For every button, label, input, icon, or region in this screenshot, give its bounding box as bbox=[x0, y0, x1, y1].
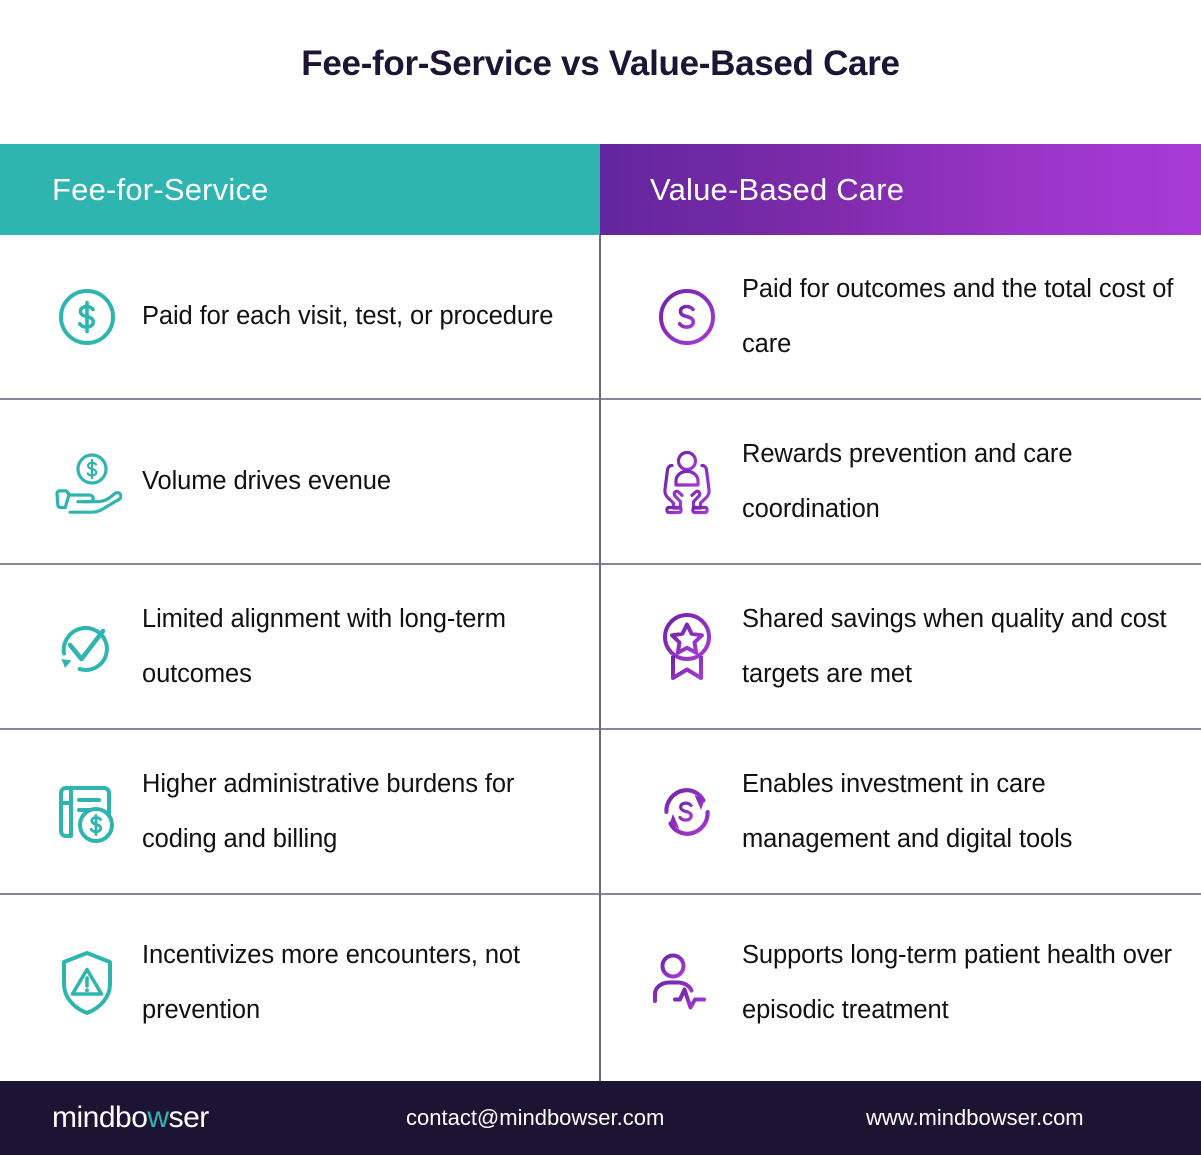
column-header-band: Fee-for-Service Value-Based Care bbox=[0, 144, 1201, 235]
logo-part-2: ser bbox=[168, 1101, 210, 1134]
dollar-circle-icon bbox=[50, 280, 124, 354]
table-cell-left: Volume drives evenue bbox=[0, 400, 600, 563]
shield-warning-icon bbox=[50, 946, 124, 1020]
mindbowser-logo: mindbowser bbox=[52, 1101, 209, 1135]
table-cell-left: Limited alignment with long-term outcome… bbox=[0, 565, 600, 728]
award-badge-star-icon bbox=[650, 610, 724, 684]
table-cell-text: Rewards prevention and care coordination bbox=[742, 439, 1073, 523]
column-header-label-left: Fee-for-Service bbox=[52, 171, 269, 207]
footer-website[interactable]: www.mindbowser.com bbox=[866, 1105, 1084, 1130]
table-cell-right: Enables investment in care management an… bbox=[600, 730, 1201, 893]
table-cell-text: Shared savings when quality and cost tar… bbox=[742, 604, 1167, 688]
patient-pulse-icon bbox=[650, 946, 724, 1020]
column-header-label-right: Value-Based Care bbox=[650, 171, 905, 207]
column-divider bbox=[599, 235, 601, 1081]
invoice-dollar-icon bbox=[50, 775, 124, 849]
column-header-fee-for-service: Fee-for-Service bbox=[0, 144, 600, 235]
table-cell-text: Limited alignment with long-term outcome… bbox=[142, 604, 506, 688]
table-cell-text: Volume drives evenue bbox=[142, 467, 391, 495]
hand-holding-coin-icon bbox=[50, 445, 124, 519]
table-cell-text: Higher administrative burdens for coding… bbox=[142, 769, 515, 853]
table-cell-text: Incentivizes more encounters, not preven… bbox=[142, 940, 520, 1024]
circular-checkmark-icon bbox=[50, 610, 124, 684]
table-cell-left: Paid for each visit, test, or procedure bbox=[0, 235, 600, 398]
table-cell-text: Supports long-term patient health over e… bbox=[742, 940, 1172, 1024]
table-cell-right: Supports long-term patient health over e… bbox=[600, 895, 1201, 1070]
table-row: Incentivizes more encounters, not preven… bbox=[0, 895, 1201, 1070]
dollar-refresh-cycle-icon bbox=[650, 775, 724, 849]
logo-accent-w: w bbox=[147, 1101, 169, 1134]
logo-part-1: mindbo bbox=[52, 1101, 148, 1134]
table-cell-left: Higher administrative burdens for coding… bbox=[0, 730, 600, 893]
table-cell-text: Enables investment in care management an… bbox=[742, 769, 1073, 853]
table-cell-right: Shared savings when quality and cost tar… bbox=[600, 565, 1201, 728]
table-cell-left: Incentivizes more encounters, not preven… bbox=[0, 895, 600, 1070]
column-header-value-based-care: Value-Based Care bbox=[600, 144, 1201, 235]
table-cell-right: Rewards prevention and care coordination bbox=[600, 400, 1201, 563]
table-cell-text: Paid for outcomes and the total cost of … bbox=[742, 274, 1174, 358]
footer-email[interactable]: contact@mindbowser.com bbox=[406, 1105, 665, 1130]
table-cell-text: Paid for each visit, test, or procedure bbox=[142, 302, 554, 330]
hands-holding-person-icon bbox=[650, 445, 724, 519]
table-row: Paid for each visit, test, or procedure bbox=[0, 235, 1201, 400]
table-cell-right: Paid for outcomes and the total cost of … bbox=[600, 235, 1201, 398]
page-title: Fee-for-Service vs Value-Based Care bbox=[301, 44, 900, 83]
footer-bar: mindbowser contact@mindbowser.com www.mi… bbox=[0, 1081, 1201, 1155]
dollar-circle-icon bbox=[650, 280, 724, 354]
